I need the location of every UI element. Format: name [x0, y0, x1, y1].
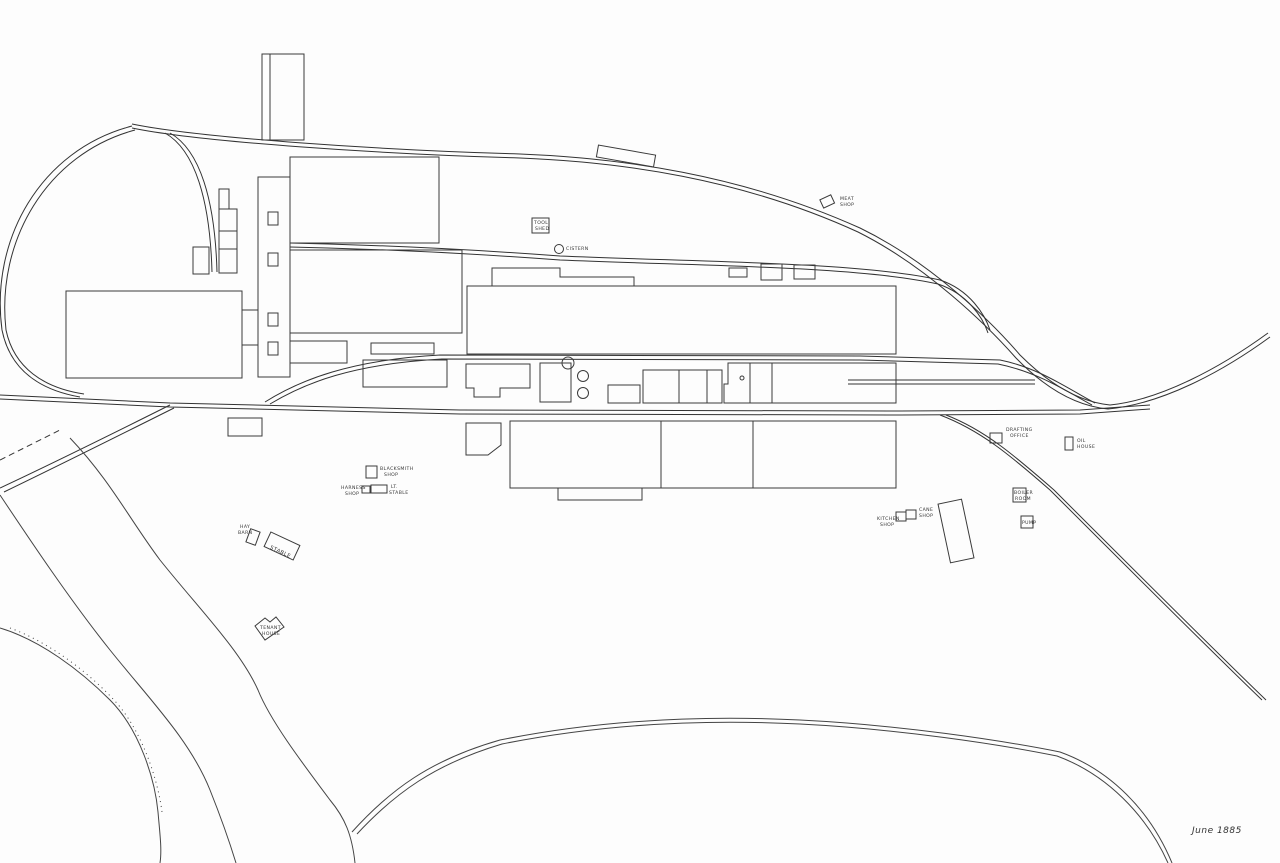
southeast-branch-a [939, 414, 1263, 701]
central-mill-building [289, 249, 463, 334]
west-loop-track-inner [4, 129, 136, 395]
south-warehouse [509, 420, 897, 489]
label-tenant-house-2: HOUSE [262, 631, 280, 637]
buildings [65, 53, 1074, 641]
north-spur-rail-b [169, 132, 218, 273]
label-hay-barn-2: BARN [238, 530, 253, 536]
main-tower-building [257, 176, 291, 378]
label-tenant-house-1: TENANT [259, 625, 281, 631]
label-meat-shop-2: SHOP [840, 202, 854, 208]
south-siding-a [264, 354, 1096, 404]
label-lt-stable-2: STABLE [389, 490, 409, 496]
north-mill-building [289, 156, 440, 244]
north-spur-rail-a [164, 132, 213, 273]
label-drafting-office-2: OFFICE [1010, 433, 1029, 439]
river [0, 437, 1173, 863]
label-tool-shed-2: SHED [535, 226, 549, 232]
tool-shed [531, 217, 550, 234]
label-lt-stable-1: LT. [391, 484, 398, 490]
loop-track-inner [131, 127, 1271, 410]
label-cane-shop-1: CANE [919, 507, 933, 513]
main-track-north-rail [0, 394, 1151, 412]
middle-siding-b [289, 246, 989, 334]
label-oil-house-2: HOUSE [1077, 444, 1095, 450]
label-cane-shop-2: SHOP [919, 513, 933, 519]
label-blacksmith-shop-1: BLACKSMITH [380, 466, 414, 472]
label-stable: STABLE [269, 545, 292, 560]
river-west-bank [0, 494, 237, 863]
label-tool-shed-1: TOOL [533, 220, 548, 226]
labels: TOOL SHED CISTERN MEAT SHOP DRAFTING OFF… [238, 196, 1242, 836]
main-track-south-rail [0, 398, 1151, 416]
southwest-road-dashed [0, 429, 61, 461]
bluff-edge [0, 627, 162, 863]
label-hay-barn-1: HAY [240, 524, 250, 530]
label-harness-shop-1: HARNESS [341, 485, 366, 491]
west-loop-track [0, 125, 133, 398]
south-siding-b [269, 358, 1093, 406]
middle-siding-a [289, 242, 991, 331]
label-cistern: CISTERN [566, 246, 589, 252]
road-south-curve-b [356, 721, 1169, 863]
label-blacksmith-shop-2: SHOP [384, 472, 398, 478]
bluff-hatching [9, 627, 163, 813]
cistern [554, 244, 564, 254]
label-kitchen-shop-2: SHOP [880, 522, 894, 528]
long-mill-building [466, 285, 897, 355]
southwest-branch-b [3, 407, 175, 493]
label-pump: PUMP [1022, 520, 1036, 526]
label-boiler-room-2: ROOM [1015, 496, 1031, 502]
label-drafting-office-1: DRAFTING [1006, 427, 1033, 433]
west-warehouse [65, 290, 243, 379]
label-meat-shop-1: MEAT [840, 196, 854, 202]
label-boiler-room-1: BOILER [1014, 490, 1034, 496]
railroad-tracks [0, 123, 1271, 701]
drawing-date: June 1885 [1190, 826, 1242, 836]
southwest-branch-a [0, 404, 171, 489]
southeast-branch-b [945, 414, 1267, 701]
north-warehouse [261, 53, 305, 141]
road-south-curve-a [351, 717, 1173, 863]
label-kitchen-shop-1: KITCHEN [877, 516, 900, 522]
river-east-bank [69, 437, 356, 863]
label-harness-shop-2: SHOP [345, 491, 359, 497]
loop-track-outer [131, 123, 1269, 406]
label-oil-house-1: OIL [1077, 438, 1086, 444]
